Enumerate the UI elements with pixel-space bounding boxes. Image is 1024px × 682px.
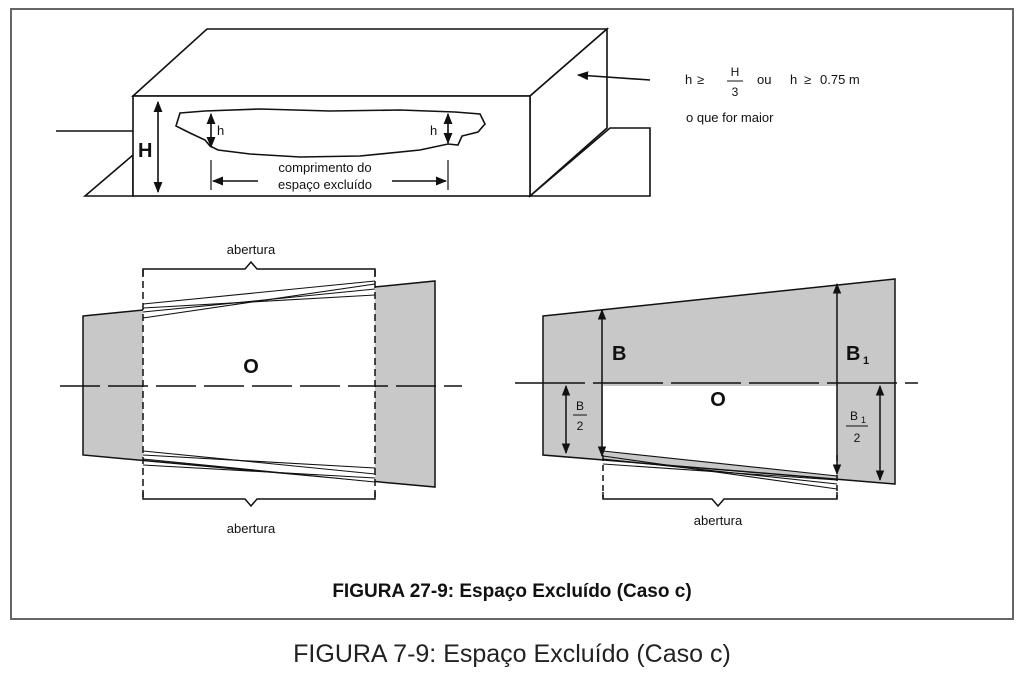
right-half-B1-sub: 1 [861, 415, 866, 425]
label-h-left: h [217, 123, 224, 138]
figure-diagram: H h h comprimento do espaço excluído h ≥… [56, 27, 918, 602]
right-half-B-num: B [576, 399, 584, 413]
left-opening-white [143, 281, 375, 482]
ground-block-left [82, 153, 134, 197]
rule-annotation: h ≥ H 3 ou h ≥ 0.75 m o que for maior [685, 65, 860, 125]
rule-h1: h [685, 72, 692, 87]
right-opening-white [603, 386, 837, 476]
label-length-line2: espaço excluído [278, 177, 372, 192]
left-hatch-bottom [142, 450, 376, 483]
figure-caption: FIGURA 27-9: Espaço Excluído (Caso c) [332, 581, 691, 602]
right-half-B1-num: B [850, 409, 858, 423]
rule-fraction-den: 3 [732, 85, 739, 99]
left-hatch-top [142, 280, 376, 319]
bottom-caption: FIGURA 7-9: Espaço Excluído (Caso c) [293, 640, 731, 668]
arrow-to-box [576, 71, 651, 81]
rule-value: 0.75 m [820, 72, 860, 87]
left-opening-label-bottom: abertura [227, 521, 276, 536]
right-B1-subscript: 1 [863, 355, 869, 367]
left-plan-view [60, 260, 462, 508]
left-brace-bottom [142, 492, 376, 508]
right-hatch-bottom [602, 450, 838, 490]
box-top-face [130, 28, 610, 97]
left-brace-top [142, 260, 376, 276]
ground-block-right [527, 127, 651, 197]
left-O-label: O [243, 356, 259, 378]
right-opening-label: abertura [694, 513, 743, 528]
right-B-label: B [612, 343, 626, 365]
rule-note: o que for maior [686, 110, 774, 125]
left-opening-label-top: abertura [227, 242, 276, 257]
right-B1-label: B [846, 343, 860, 365]
rule-h2: h [790, 72, 797, 87]
rule-geq1: ≥ [697, 72, 704, 87]
right-brace-bottom [602, 492, 838, 508]
label-H: H [138, 140, 152, 162]
label-h-right: h [430, 123, 437, 138]
rule-fraction-num: H [731, 65, 740, 79]
right-half-B-den: 2 [577, 419, 584, 433]
right-O-label: O [710, 389, 726, 411]
right-half-B1-den: 2 [854, 431, 861, 445]
right-plan-view [515, 278, 918, 508]
rule-geq2: ≥ [804, 72, 811, 87]
rule-ou: ou [757, 72, 771, 87]
box-3d-view [56, 27, 651, 198]
label-length-line1: comprimento do [278, 160, 371, 175]
